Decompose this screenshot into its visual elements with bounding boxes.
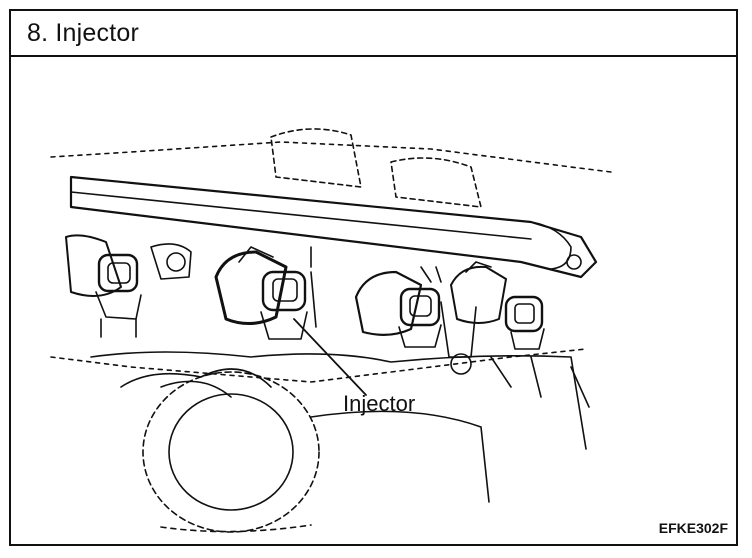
injector-illustration (50, 128, 612, 533)
fuel-rail (69, 175, 598, 279)
page-title: 8. Injector (27, 19, 139, 47)
figure-frame: 8. Injector (9, 9, 738, 546)
figure-code: EFKE302F (658, 520, 728, 536)
callout-leader (293, 318, 367, 396)
injector-callout-label: Injector (343, 391, 416, 416)
engine-diagram (11, 57, 736, 544)
injector-1 (65, 234, 192, 338)
title-bar: 8. Injector (11, 11, 736, 57)
injector-4 (440, 261, 545, 375)
injector-2 (214, 246, 317, 340)
injector-3 (354, 266, 442, 348)
